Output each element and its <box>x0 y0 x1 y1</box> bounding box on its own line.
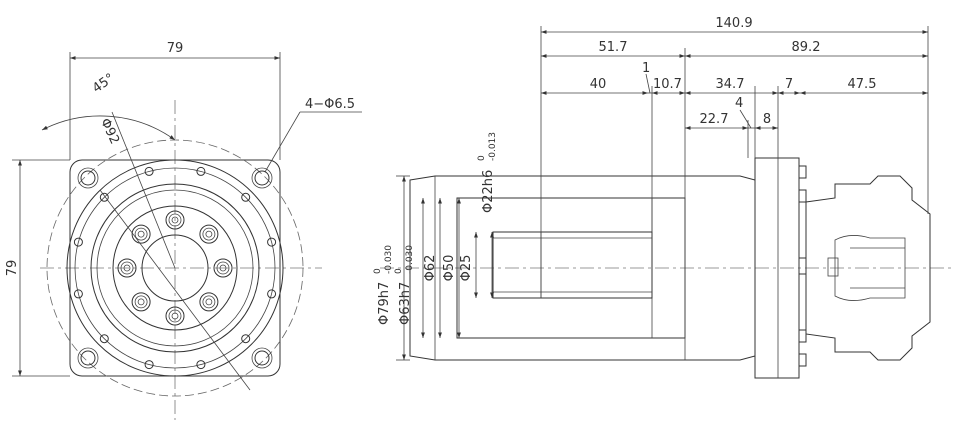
width-label: 79 <box>167 41 184 56</box>
pilot-outer-annotation: Φ79h7 0 -0.030 <box>373 245 394 325</box>
tapped-hole <box>137 298 145 306</box>
bolt-hole <box>196 360 206 370</box>
dim-22-7: 22.7 <box>700 112 729 127</box>
tapped-hole <box>131 224 151 244</box>
bolt-hole <box>267 289 277 299</box>
tapped-hole <box>134 295 148 309</box>
dia-50: Φ50 <box>442 255 457 282</box>
bolt-hole <box>241 192 251 202</box>
bolt-hole <box>99 334 109 344</box>
pilot-outer-lower: -0.030 <box>384 245 394 274</box>
tapped-hole <box>120 261 134 275</box>
bolt-hole <box>144 166 154 176</box>
dim-4: 4 <box>735 96 743 111</box>
diagonal-line <box>99 189 251 391</box>
dim-140-9: 140.9 <box>715 16 752 31</box>
pilot-outer-main: Φ79h7 <box>377 282 392 325</box>
tapped-hole <box>117 258 137 278</box>
corner-holes <box>77 167 273 369</box>
tapped-hole <box>199 224 219 244</box>
tapped-hole <box>165 306 185 326</box>
tapped-hole <box>134 227 148 241</box>
bolt-ring <box>74 167 276 369</box>
bolt-hole <box>241 334 251 344</box>
dim-89-2: 89.2 <box>792 40 821 55</box>
dim-47-5: 47.5 <box>848 77 877 92</box>
pilot-outer-upper: 0 <box>373 268 383 274</box>
shaft-tol-lower: -0.013 <box>488 132 498 161</box>
tapped-hole <box>216 261 230 275</box>
tapped-hole <box>168 309 182 323</box>
center-bore <box>141 234 209 302</box>
pilot-inner-upper: 0 <box>394 268 404 274</box>
tapped-hole <box>137 230 145 238</box>
dim-7: 7 <box>785 77 793 92</box>
tapped-hole <box>123 264 131 272</box>
dim-10-7: 10.7 <box>653 77 682 92</box>
dia-25: Φ25 <box>459 255 474 282</box>
tapped-hole <box>202 295 216 309</box>
output-tapped-holes <box>117 210 233 326</box>
bolt-hole <box>267 237 277 247</box>
tapped-hole <box>219 264 227 272</box>
shaft-dia-main: Φ22h6 <box>481 170 496 213</box>
pilot-inner-main: Φ63h7 <box>398 282 413 325</box>
tapped-hole <box>171 312 179 320</box>
tapped-hole <box>165 210 185 230</box>
bolt-hole <box>73 237 83 247</box>
bolt-hole <box>144 360 154 370</box>
motor-adapter <box>805 175 931 361</box>
pcd-leader <box>111 111 176 269</box>
flange-bolts <box>798 165 807 367</box>
tapped-hole <box>171 216 179 224</box>
bolt-hole <box>196 166 206 176</box>
side-view: 140.9 51.7 89.2 40 1 10.7 34.7 7 47.5 22… <box>373 16 955 379</box>
height-label: 79 <box>5 260 20 277</box>
shaft-tol-upper: 0 <box>477 155 487 161</box>
outer-ring <box>66 159 284 377</box>
dim-4-leader <box>739 109 752 129</box>
dim-34-7: 34.7 <box>716 77 745 92</box>
dim-51-7: 51.7 <box>599 40 628 55</box>
tapped-hole <box>168 213 182 227</box>
bolt-hole <box>73 289 83 299</box>
front-view: 45° Φ92 79 79 4−Φ6.5 <box>5 41 362 420</box>
dia-62: Φ62 <box>423 255 438 282</box>
housing-inner-ring <box>96 189 254 347</box>
output-shaft <box>492 231 653 299</box>
holes-leader <box>264 111 301 173</box>
pilot-inner-annotation: Φ63h7 0 -0.030 <box>394 245 415 325</box>
shaft-diameter-annotation: Φ22h6 0 -0.013 <box>477 132 498 213</box>
tapped-hole <box>205 230 213 238</box>
tapped-hole <box>199 292 219 312</box>
dim-1-leader <box>645 73 651 94</box>
tapped-hole <box>205 298 213 306</box>
angle-arc <box>41 115 176 141</box>
output-flange-ring <box>112 205 238 331</box>
coupling-body <box>834 235 906 301</box>
tapped-hole <box>213 258 233 278</box>
dim-1: 1 <box>642 61 650 76</box>
pilot-inner-lower: -0.030 <box>405 245 415 274</box>
tapped-hole <box>131 292 151 312</box>
small-bolt-holes <box>73 166 277 370</box>
holes-label: 4−Φ6.5 <box>305 97 355 112</box>
coupling-screw <box>827 257 839 277</box>
bolt-hole <box>99 192 109 202</box>
tapped-hole <box>202 227 216 241</box>
dim-8: 8 <box>763 112 771 127</box>
pcd-label: Φ92 <box>97 116 122 147</box>
angle-label: 45° <box>90 71 117 97</box>
dim-40: 40 <box>590 77 607 92</box>
housing-ring <box>90 183 260 353</box>
